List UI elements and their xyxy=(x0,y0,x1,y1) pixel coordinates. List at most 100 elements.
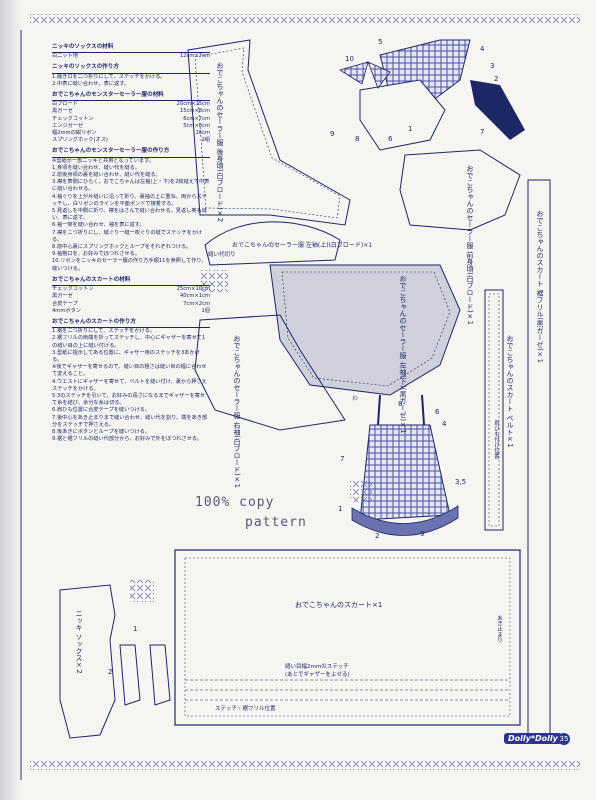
sailor-right-sleeve-piece xyxy=(194,314,346,431)
cut-label: 縫い代切り xyxy=(208,252,236,258)
sailor-back-label: おでこちゃんのセーラー服 後身頃(白ブロード)×2 xyxy=(216,62,224,223)
watermark-line-2: pattern xyxy=(245,515,307,530)
sailor-front-label: おでこちゃんのセーラー服 前身頃(白ブロード)×1 xyxy=(466,165,474,326)
diagram-number: 5 xyxy=(378,38,383,46)
sailor-back-piece xyxy=(187,39,351,226)
sailor-sleeve-illustration xyxy=(470,80,525,140)
page-number: 35 xyxy=(558,733,570,745)
material-row: スプリングホック(オス)2組 xyxy=(52,137,210,144)
step-item: 9.袖格口を、お好みでほつれさせる。 xyxy=(52,251,140,258)
diagram-number: 7 xyxy=(480,128,485,136)
diagram-number: 7 xyxy=(340,455,345,463)
skirt-belt-piece xyxy=(484,289,504,531)
step-item: 5.見返しを中側に折り、襟をはさんで縫い合わせる。見返し奥も縫い、表に返す。 xyxy=(52,208,207,222)
step-item: 7.襟をニつ折りにし、縫ぐり一縫ー枚ぐりの縫でステッチをかける。 xyxy=(52,229,203,243)
step-item: 1.履き口を二つ折りにして、ステッチをかける。 xyxy=(52,73,166,80)
step-item: 3.襟を表側にひらく。おでこちゃんは左袖(上・下)を2枚縫えて中表に縫い合わせる… xyxy=(52,179,210,193)
frill-position-label: ステッチ・裾フリル位置 xyxy=(215,706,276,712)
skirt-belt-label: おでこちゃんのスカート ベルト×1 xyxy=(506,335,514,448)
step-item: 2.前後身頃の裏を縫い合わせ、縫い代を縫る。 xyxy=(52,172,161,179)
step-item: 6.袖一架を縫い合わせ、袖を表に返す。 xyxy=(52,222,145,229)
step-item: 6.肩ひも位置に合皮テープを縫いつける。 xyxy=(52,407,151,414)
step-item: ※型紙が一部ニッキと共用となっています。 xyxy=(52,157,154,164)
socks-illustration xyxy=(119,644,171,706)
sailor-right-sleeve-label: おでこちゃんのセーラー服 右袖(白ブロード)×1 xyxy=(233,335,241,489)
bottom-cross-stitch-border xyxy=(30,760,580,770)
step-item: 2.裾フリルの両端を折ってステッチし、中心にギャザーを寄せて1の縫い目の上に縫い… xyxy=(52,335,206,349)
diagram-number: 3 xyxy=(490,62,495,70)
diagram-number: 1 xyxy=(133,625,138,633)
diagram-number: 2 xyxy=(494,75,499,83)
sailor-materials-title: おでこちゃんのモンスターセーラー服の材料 xyxy=(52,92,210,102)
diagram-number: 2 xyxy=(375,532,380,540)
step-item: 5.3のステッチを引いて、お好みの長さになるまでギャザーを寄せて糸を結び、余分な… xyxy=(52,392,206,407)
page-binding xyxy=(0,0,22,800)
sailor-collar-label: おでこちゃんのセーラー服 左袖(上)(白ブロード)×1 xyxy=(232,242,373,249)
fold-label: わ xyxy=(351,395,357,401)
step-item: ※後でギャザーを寄せるので、縫い目の粗さは縫い目の幅に合わせて変えること。 xyxy=(52,364,207,378)
skirt-frill-label: おでこちゃんのスカート 裾フリル(黒ガーゼ)×1 xyxy=(536,210,544,364)
socks-label: ニッキ ソックス×2 xyxy=(75,610,83,674)
skirt-main-label: おでこちゃんのスカート×1 xyxy=(295,601,383,609)
sailor-bow-illustration xyxy=(339,61,391,89)
step-item: 10.リボンをニッキのセーラー服の作り方手順11を参照して作り、縫いつける。 xyxy=(52,258,207,272)
diagram-number: 9 xyxy=(330,130,335,138)
socks-materials-title: ニッキのソックスの材料 xyxy=(52,44,210,54)
socks-piece xyxy=(59,584,116,739)
material-row: 白ニット地 12cm×7cm xyxy=(52,53,210,60)
instructions-column: ニッキのソックスの材料 白ニット地 12cm×7cm ニッキのソックスの作り方 … xyxy=(52,40,210,443)
diagram-number: 6 xyxy=(388,135,393,143)
step-item: 3.型紙に指示してある位置に、ギャザー用のステッチを3本かける。 xyxy=(52,349,200,363)
diagram-number: 6 xyxy=(435,408,440,416)
diagram-number: 1 xyxy=(408,125,413,133)
sailor-front-piece xyxy=(399,149,521,231)
diagram-number: 4 xyxy=(480,45,485,53)
cross-stitch-decoration-3 xyxy=(130,580,154,602)
step-item: 4.ウエストにギャザーを寄せて、ベルトを縫い付け、裏から押さえステッチをかける。 xyxy=(52,378,207,392)
cross-stitch-decoration-2 xyxy=(350,480,372,502)
binding-edge-line xyxy=(20,30,22,780)
skirt-main-piece xyxy=(174,549,521,726)
skirt-illustration xyxy=(359,424,451,521)
diagram-number: 8 xyxy=(398,400,403,408)
top-cross-stitch-border xyxy=(30,14,580,24)
diagram-number: 2 xyxy=(108,668,113,676)
diagram-number: 4 xyxy=(442,420,447,428)
opening-stop-label: あき止まり xyxy=(496,615,502,643)
stitch-note-1: 縫い目幅2mmのステッチ xyxy=(285,664,349,670)
cross-stitch-decoration-1 xyxy=(200,270,228,292)
step-item: 8.前中心裏にスプリングホックとループをそれぞれつける。 xyxy=(52,244,192,251)
strap-position-label: 肩ひも付け位置 xyxy=(493,420,499,459)
step-item: 2.中表に縫い合わせ、表に返す。 xyxy=(52,80,130,87)
step-item: 1.身頃を縫い合わせ、縫い代を縫る。 xyxy=(52,164,140,171)
diagram-number: 10 xyxy=(345,55,354,63)
watermark-line-1: 100% copy xyxy=(195,495,275,510)
sailor-sleeve-lower-label: おでこちゃんのセーラー服 左袖(下)(黒ガーゼ)×1 xyxy=(399,275,407,434)
diagram-number: 1 xyxy=(338,505,343,513)
diagram-number: 3,5 xyxy=(455,478,467,486)
socks-howto-title: ニッキのソックスの作り方 xyxy=(52,64,210,74)
step-item: 4.袖ぐりを上が片縫いに沿って折り、裏袖の上に重ね、両からステッチし、白リボンの… xyxy=(52,193,207,207)
skirt-howto-title: おでこちゃんのスカートの作り方 xyxy=(52,319,210,329)
skirt-materials-title: おでこちゃんのスカートの材料 xyxy=(52,277,210,287)
sailor-collar-piece xyxy=(204,221,341,266)
step-item: 9.裾と裾フリルの縫い代部分から、お好みで外をほつれさせる。 xyxy=(52,436,203,443)
magazine-logo: Dolly*Dolly xyxy=(504,733,562,744)
sailor-body-illustration xyxy=(359,79,446,151)
sailor-howto-title: おでこちゃんのモンスターセーラー服の作り方 xyxy=(52,148,210,158)
diagram-number: 8 xyxy=(355,135,360,143)
diagram-number: 9 xyxy=(420,530,425,538)
step-item: 1.裾を二つ折りにして、ステッチをかける。 xyxy=(52,328,156,335)
step-item: 7.後中心をあき止まりまで縫い合わせ、縫い代を割り、端をあき部分をステッチで押さ… xyxy=(52,414,208,428)
